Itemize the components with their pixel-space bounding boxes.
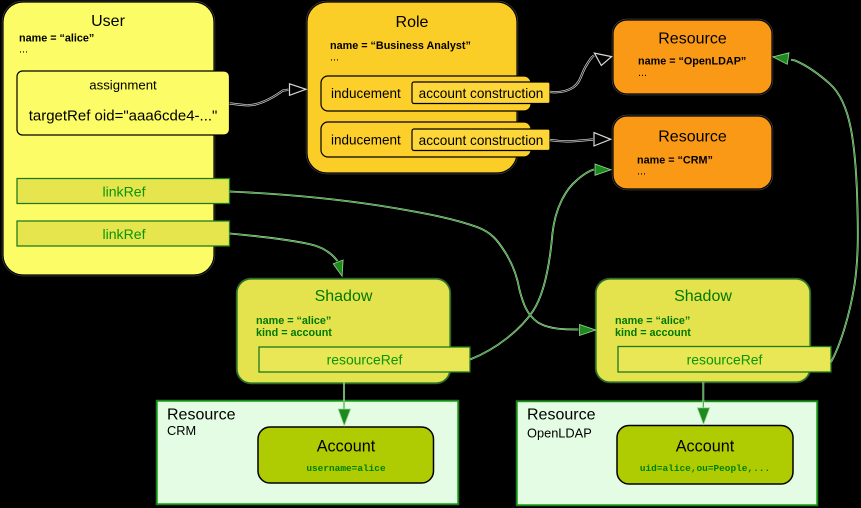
svg-text:name = “alice”: name = “alice” [19,33,94,45]
svg-text:OpenLDAP: OpenLDAP [527,426,592,441]
svg-text:name = “Business Analyst”: name = “Business Analyst” [330,40,471,52]
svg-text:resourceRef: resourceRef [327,352,403,368]
svg-text:Account: Account [317,438,376,456]
svg-text:Shadow: Shadow [674,288,732,305]
svg-text:name = “OpenLDAP”: name = “OpenLDAP” [638,56,746,68]
svg-text:...: ... [638,67,647,79]
svg-text:uid=alice,ou=People,...: uid=alice,ou=People,... [640,463,770,474]
svg-text:inducement: inducement [331,133,401,148]
svg-text:inducement: inducement [331,86,401,101]
svg-text:...: ... [330,52,339,64]
svg-text:linkRef: linkRef [102,184,145,200]
svg-text:resourceRef: resourceRef [687,351,763,367]
svg-text:Shadow: Shadow [315,288,373,305]
svg-text:...: ... [637,166,646,178]
svg-text:Resource: Resource [527,407,596,424]
svg-text:CRM: CRM [167,423,196,438]
svg-text:...: ... [19,44,28,56]
svg-text:targetRef oid="aaa6cde4-...": targetRef oid="aaa6cde4-..." [29,107,218,124]
svg-text:Resource: Resource [167,407,236,424]
svg-text:kind = account: kind = account [256,327,332,339]
svg-text:name = “alice”: name = “alice” [615,315,690,327]
svg-text:Account: Account [676,438,735,456]
svg-text:account construction: account construction [419,86,544,101]
svg-text:assignment: assignment [89,78,157,93]
svg-text:Resource: Resource [658,31,727,48]
svg-text:username=alice: username=alice [306,463,386,474]
svg-text:User: User [91,13,125,30]
svg-text:account construction: account construction [419,133,544,148]
svg-text:kind = account: kind = account [615,327,691,339]
svg-text:Resource: Resource [658,128,727,145]
svg-text:Role: Role [396,14,429,31]
svg-text:linkRef: linkRef [102,226,145,242]
svg-text:name = “CRM”: name = “CRM” [637,155,713,167]
svg-text:name = “alice”: name = “alice” [256,315,331,327]
